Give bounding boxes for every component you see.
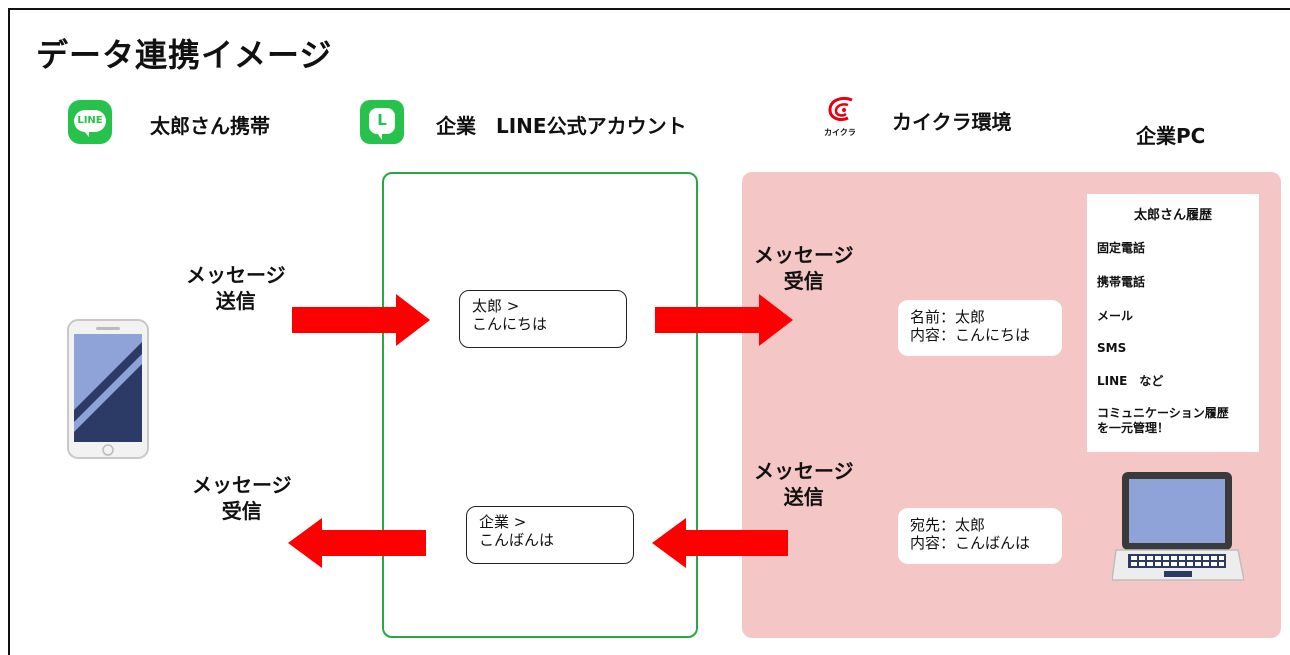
- history-item: 固定電話: [1097, 241, 1146, 255]
- communication-history-panel: 太郎さん履歴 固定電話 携帯電話 メール SMS LINE など コミュニケーシ…: [1087, 194, 1259, 452]
- kaikura-logo-icon: カイクラ: [822, 96, 866, 142]
- label-receive-at-phone: メッセージ 受信: [192, 473, 292, 523]
- laptop-icon: [1112, 472, 1244, 581]
- arrow-oa-to-phone: [288, 518, 426, 568]
- kaikura-sent-card: 宛先：太郎 内容：こんばんは: [898, 508, 1062, 564]
- history-item: LINE など: [1097, 374, 1164, 388]
- line-app-icon: LINE: [68, 100, 112, 144]
- arrow-oa-to-kaikura: [655, 294, 793, 346]
- smartphone-icon: [67, 319, 149, 459]
- header-taro-phone: 太郎さん携帯: [150, 114, 270, 138]
- diagram-frame: [8, 8, 1290, 655]
- history-item: メール: [1097, 309, 1134, 323]
- history-item: SMS: [1097, 341, 1127, 355]
- kaikura-received-card: 名前：太郎 内容：こんにちは: [898, 300, 1062, 356]
- message-outgoing: 企業 > こんばんは: [466, 506, 634, 564]
- label-receive-at-kaikura: メッセージ 受信: [754, 243, 854, 293]
- label-send-from-phone: メッセージ 送信: [186, 263, 286, 313]
- header-company-pc: 企業PC: [1136, 124, 1206, 148]
- page-title: データ連携イメージ: [36, 36, 333, 74]
- history-item: 携帯電話: [1097, 275, 1146, 289]
- arrow-phone-to-oa: [292, 294, 430, 346]
- message-incoming: 太郎 > こんにちは: [459, 290, 627, 348]
- label-send-from-kaikura: メッセージ 送信: [754, 459, 854, 509]
- line-official-account-panel: [382, 172, 698, 638]
- history-note: コミュニケーション履歴 を一元管理！: [1097, 406, 1229, 435]
- header-kaikura: カイクラ環境: [892, 110, 1012, 134]
- line-official-account-icon: L: [360, 100, 404, 144]
- arrow-kaikura-to-oa: [652, 518, 788, 568]
- history-title: 太郎さん履歴: [1133, 208, 1212, 223]
- header-line-official-account: 企業 LINE公式アカウント: [436, 114, 687, 138]
